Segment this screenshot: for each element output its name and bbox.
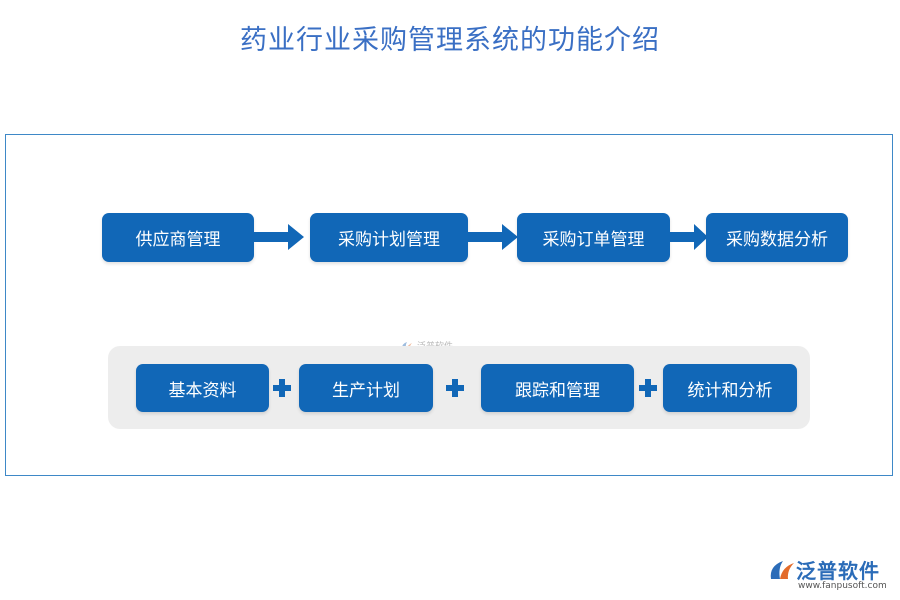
diagram-frame: [5, 134, 893, 476]
brand-name: 泛普软件: [796, 559, 880, 583]
brand-logo: 泛普软件 www.fanpusoft.com: [768, 555, 894, 595]
feature-basic-data: 基本资料: [136, 364, 269, 412]
flow-step-purchase-order-management: 采购订单管理: [517, 213, 670, 262]
flow-arrow-icon: [468, 224, 518, 250]
flow-step-purchase-data-analysis: 采购数据分析: [706, 213, 848, 262]
flow-arrow-icon: [668, 224, 708, 250]
feature-tracking-management: 跟踪和管理: [481, 364, 634, 412]
plus-icon: [446, 379, 464, 397]
flow-arrow-icon: [254, 224, 304, 250]
feature-statistics-analysis: 统计和分析: [663, 364, 797, 412]
plus-icon: [639, 379, 657, 397]
page-title: 药业行业采购管理系统的功能介绍: [240, 25, 660, 56]
brand-logo-icon: [770, 561, 794, 579]
plus-icon: [273, 379, 291, 397]
feature-production-plan: 生产计划: [299, 364, 433, 412]
brand-url: www.fanpusoft.com: [798, 581, 887, 591]
flow-step-supplier-management: 供应商管理: [102, 213, 254, 262]
flow-step-purchase-plan-management: 采购计划管理: [310, 213, 468, 262]
